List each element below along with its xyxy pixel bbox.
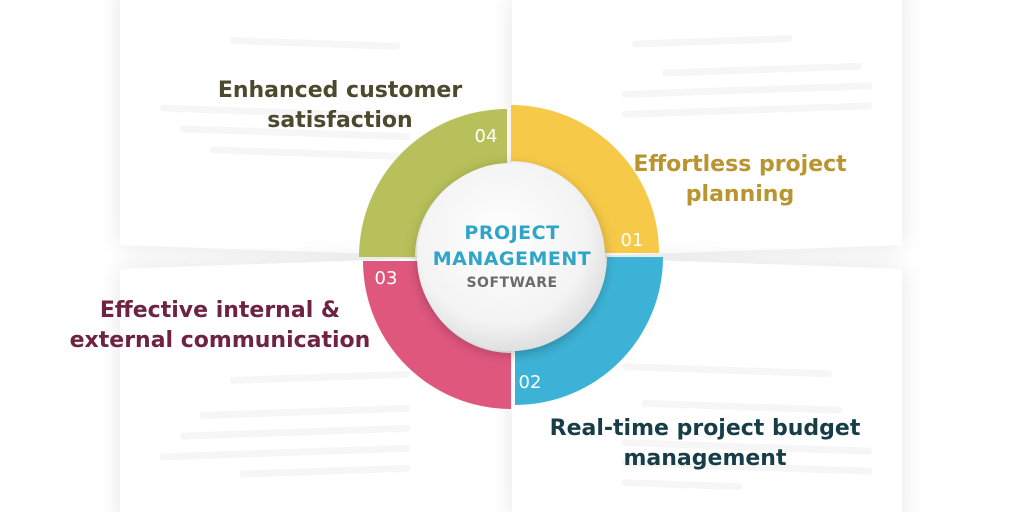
ring-segment-03 xyxy=(363,261,511,409)
center-title: PROJECT MANAGEMENT SOFTWARE xyxy=(412,220,612,294)
step-label-03: Effective internal & external communicat… xyxy=(40,296,400,356)
step-label-04-line1: Enhanced customer xyxy=(217,78,463,103)
ring-segment-04 xyxy=(359,109,507,257)
step-label-04-line2: satisfaction xyxy=(267,108,413,133)
center-subtitle: SOFTWARE xyxy=(466,275,558,291)
step-label-02: Real-time project budget management xyxy=(520,414,890,474)
step-number-03: 03 xyxy=(374,268,398,289)
step-label-01-line1: Effortless project xyxy=(633,152,847,177)
step-number-04: 04 xyxy=(474,126,498,147)
step-label-03-line2: external communication xyxy=(69,328,371,353)
ring-segment-01 xyxy=(511,105,659,253)
step-label-03-line1: Effective internal & xyxy=(99,298,341,323)
center-title-line1: PROJECT xyxy=(464,222,560,244)
step-number-01: 01 xyxy=(620,230,644,251)
ring-segment-02 xyxy=(515,257,663,405)
step-label-02-line2: management xyxy=(623,446,787,471)
step-label-02-line1: Real-time project budget xyxy=(549,416,861,441)
step-label-01-line2: planning xyxy=(685,182,795,207)
step-label-01: Effortless project planning xyxy=(600,150,880,210)
step-label-04: Enhanced customer satisfaction xyxy=(170,76,510,136)
center-title-line2: MANAGEMENT xyxy=(432,248,592,270)
center-circle xyxy=(417,163,605,351)
step-number-02: 02 xyxy=(518,372,542,393)
